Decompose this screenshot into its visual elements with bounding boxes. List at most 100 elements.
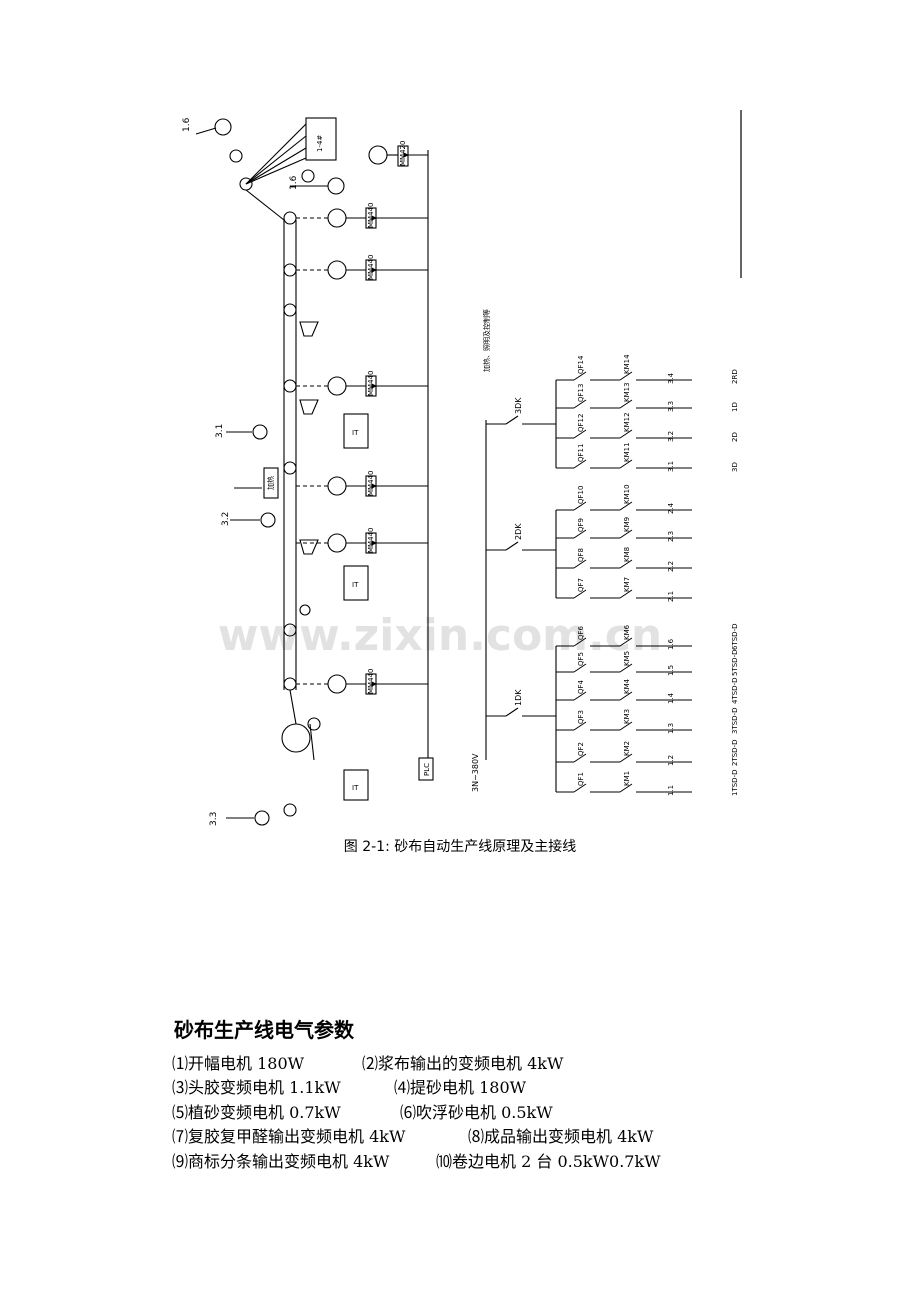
top-right-note: 加热、照明及控制等	[482, 309, 491, 372]
branch-wire	[619, 371, 633, 381]
branch-wire	[573, 429, 587, 439]
svg-text:3.3: 3.3	[209, 812, 219, 826]
param-item: ⑽卷边电机 2 台 0.5kW0.7kW	[436, 1151, 661, 1171]
param-row: ⑼商标分条输出变频电机 4kW ⑽卷边电机 2 台 0.5kW0.7kW	[172, 1150, 661, 1174]
drive-row-6	[296, 673, 428, 695]
contactor-label: KM8	[623, 547, 631, 562]
branch-wire	[573, 399, 587, 409]
param-item: ⑹吹浮砂电机 0.5kW	[400, 1102, 553, 1122]
branch-wire	[619, 399, 633, 409]
output-code-label: 3D	[731, 462, 739, 472]
output-code-label: 2TSD-D	[731, 740, 739, 766]
drive-row-3	[296, 375, 428, 397]
drive-row-1	[296, 207, 428, 229]
contactor-label: KM6	[623, 624, 631, 640]
breaker-label: QF9	[577, 518, 585, 532]
branch-wire	[619, 663, 633, 673]
output-label: 2.1	[667, 591, 675, 602]
figure-caption: 图 2-1: 砂布自动生产线原理及主接线	[343, 839, 577, 855]
output-label: 2.3	[667, 531, 675, 542]
branch-wire	[619, 459, 633, 469]
branch-wire	[573, 663, 587, 673]
contactor-label: KM4	[623, 678, 631, 694]
output-code-label: 2RD	[731, 369, 739, 384]
branch-wire	[619, 691, 633, 701]
contactor-label: KM11	[623, 442, 631, 462]
branch-wire	[619, 753, 633, 763]
plc-box	[418, 757, 434, 781]
output-label: 3.4	[667, 372, 675, 384]
svg-text:MM440: MM440	[367, 669, 375, 694]
branch-wire	[619, 721, 633, 731]
contactor-label: KM10	[623, 484, 631, 504]
svg-text:加热: 加热	[266, 476, 275, 490]
contactor-label: KM14	[623, 354, 631, 374]
branch-wire	[619, 501, 633, 511]
contactor-label: KM9	[623, 517, 631, 532]
svg-text:1DK: 1DK	[514, 689, 523, 706]
output-code-label: 1D	[731, 402, 739, 412]
svg-text:3.1: 3.1	[215, 424, 225, 438]
branch-wire	[619, 637, 633, 647]
output-label: 3.2	[667, 431, 675, 442]
param-item: ⑸植砂变频电机 0.7kW	[172, 1102, 341, 1122]
branch-wire	[573, 691, 587, 701]
breaker-label: QF1	[577, 772, 585, 786]
svg-text:MM420: MM420	[399, 141, 407, 166]
output-label: 1.2	[667, 755, 675, 766]
output-code-label: 6TSD-D	[731, 624, 739, 650]
breaker-label: QF6	[577, 625, 585, 640]
drive-row-5	[296, 532, 428, 554]
switch-labels: 3DK 2DK 1DK	[514, 397, 523, 706]
breaker-label: QF12	[577, 414, 585, 432]
branch-wire	[619, 589, 633, 599]
output-label: 1.6	[667, 638, 675, 650]
param-item: ⑷提砂电机 180W	[394, 1078, 527, 1098]
svg-text:MM440: MM440	[367, 471, 375, 496]
branch-lines	[556, 371, 692, 793]
branch-wire	[573, 371, 587, 381]
param-row: ⑸植砂变频电机 0.7kW ⑹吹浮砂电机 0.5kW	[172, 1101, 661, 1125]
breaker-label: QF3	[577, 710, 585, 724]
svg-text:2DK: 2DK	[514, 523, 523, 540]
param-row: ⑶头胶变频电机 1.1kW⑷提砂电机 180W	[172, 1076, 661, 1100]
breaker-label: QF13	[577, 384, 585, 402]
parameter-list: ⑴开幅电机 180W⑵浆布输出的变频电机 4kW ⑶头胶变频电机 1.1kW⑷提…	[172, 1052, 661, 1174]
motor-number-labels: 1.6 1.6 3.1 3.2 3.3	[182, 117, 299, 826]
contactor-label: KM1	[623, 771, 631, 786]
branch-wire	[619, 529, 633, 539]
branch-wire	[573, 783, 587, 793]
breaker-label: QF10	[577, 486, 585, 504]
param-item: ⑼商标分条输出变频电机 4kW	[172, 1151, 390, 1171]
output-label: 2.4	[667, 502, 675, 514]
svg-text:MM440: MM440	[367, 371, 375, 396]
contactor-label: KM3	[623, 709, 631, 724]
supply-label: 3N~380V	[471, 753, 480, 792]
branch-wire	[573, 589, 587, 599]
branch-wire	[573, 721, 587, 731]
svg-text:1.6: 1.6	[182, 117, 192, 132]
svg-text:3.2: 3.2	[221, 512, 231, 526]
slitter-box	[305, 117, 337, 161]
svg-text:IT: IT	[352, 581, 359, 589]
breaker-label: QF2	[577, 742, 585, 756]
contactor-label: KM5	[623, 651, 631, 666]
branch-wire	[573, 559, 587, 569]
output-label: 1.5	[667, 665, 675, 676]
branch-wire	[573, 501, 587, 511]
param-item: ⑺复胶复甲醛输出变频电机 4kW	[172, 1127, 406, 1147]
svg-text:PLC: PLC	[423, 763, 431, 776]
branch-wire	[573, 459, 587, 469]
svg-text:3DK: 3DK	[514, 397, 523, 414]
output-label: 3.1	[667, 461, 675, 472]
branch-wire	[619, 559, 633, 569]
drive-row-4	[296, 475, 428, 497]
branch-wire	[573, 753, 587, 763]
drive-row-2	[296, 259, 428, 281]
svg-text:MM440: MM440	[367, 203, 375, 228]
contactor-label: KM12	[623, 412, 631, 432]
output-code-label: 3TSD-D	[731, 708, 739, 734]
breaker-label: QF11	[577, 444, 585, 462]
drive-column	[296, 145, 434, 781]
